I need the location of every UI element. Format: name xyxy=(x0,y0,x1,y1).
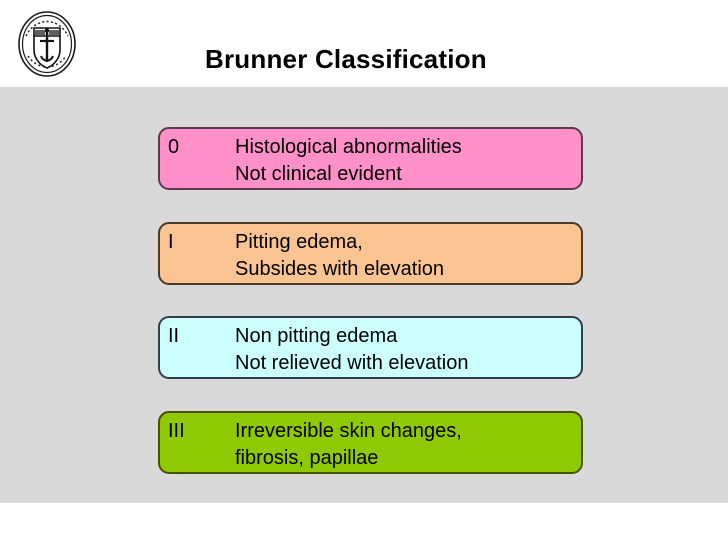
grade-description: Histological abnormalities Not clinical … xyxy=(235,134,575,188)
grade-description: Irreversible skin changes, fibrosis, pap… xyxy=(235,418,575,472)
grade-label: III xyxy=(168,420,185,442)
grade-description-line-1: Pitting edema, xyxy=(235,231,363,253)
grade-label: II xyxy=(168,325,180,347)
slide-footer-band xyxy=(0,503,728,546)
slide-header-band xyxy=(0,0,728,87)
classification-row-grade-iii: III Irreversible skin changes, fibrosis,… xyxy=(158,411,583,474)
classification-row-grade-i: I Pitting edema, Subsides with elevation xyxy=(158,222,583,285)
grade-description-line-1: Non pitting edema xyxy=(235,325,398,347)
institution-seal-icon xyxy=(16,10,78,78)
grade-description-line-1: Irreversible skin changes, xyxy=(235,420,462,442)
grade-description-line-1: Histological abnormalities xyxy=(235,136,462,158)
classification-row-grade-0: 0 Histological abnormalities Not clinica… xyxy=(158,127,583,190)
grade-description-line-2: Not clinical evident xyxy=(235,163,402,185)
grade-description-line-2: Not relieved with elevation xyxy=(235,352,469,374)
grade-label: 0 xyxy=(168,136,180,158)
grade-description: Pitting edema, Subsides with elevation xyxy=(235,229,575,283)
grade-description: Non pitting edema Not relieved with elev… xyxy=(235,323,575,377)
page-title: Brunner Classification xyxy=(205,44,487,74)
grade-description-line-2: fibrosis, papillae xyxy=(235,447,379,469)
classification-row-grade-ii: II Non pitting edema Not relieved with e… xyxy=(158,316,583,379)
grade-description-line-2: Subsides with elevation xyxy=(235,258,445,280)
grade-label: I xyxy=(168,231,174,253)
